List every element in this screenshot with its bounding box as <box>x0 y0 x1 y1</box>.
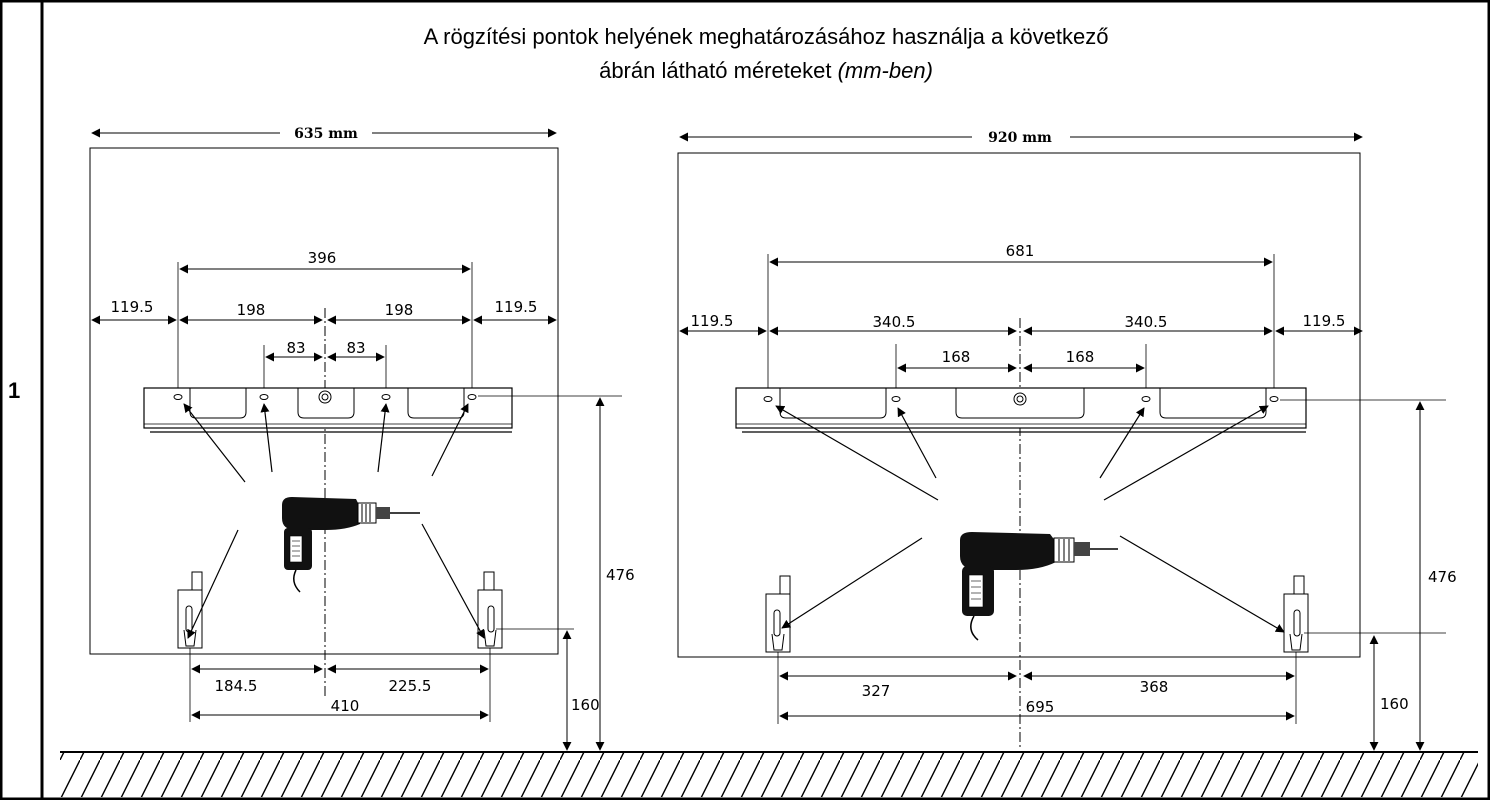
right-diagram: 920 mm 681 119.5 340.5 340.5 119.5 168 1… <box>677 130 1457 751</box>
drill-arrow <box>431 403 469 477</box>
right-bottom-right-label: 368 <box>1140 678 1169 696</box>
left-margin-label: 119.5 <box>111 298 154 316</box>
left-width-label: 635 mm <box>294 126 358 142</box>
right-half-right-label: 340.5 <box>1125 313 1168 331</box>
right-left-margin-label: 119.5 <box>691 312 734 330</box>
drill-arrow <box>1103 405 1269 501</box>
left-inner-right-label: 83 <box>346 339 365 357</box>
left-bottom-total-label: 410 <box>331 697 360 715</box>
left-bottom-left-label: 184.5 <box>215 677 258 695</box>
left-foot-height-label: 160 <box>571 696 600 714</box>
drill-arrow <box>260 403 273 473</box>
drill-arrow <box>421 523 485 639</box>
right-inner-right-label: 168 <box>1066 348 1095 366</box>
left-diagram: 635 mm 396 119.5 198 198 119.5 83 83 <box>89 126 635 751</box>
left-right-margin-label: 119.5 <box>495 298 538 316</box>
caption-line-2-italic: (mm-ben) <box>838 58 933 83</box>
right-inner-left-label: 168 <box>942 348 971 366</box>
floor-hatching <box>60 753 1478 797</box>
left-span-label: 396 <box>308 249 337 267</box>
left-inner-left-label: 83 <box>286 339 305 357</box>
caption-line-1: A rögzítési pontok helyének meghatározás… <box>424 24 1109 49</box>
drill-arrow <box>187 529 239 639</box>
right-foot <box>1283 575 1309 653</box>
right-half-left-label: 340.5 <box>873 313 916 331</box>
drill-arrow <box>1099 407 1145 479</box>
drill-arrow <box>1119 535 1285 633</box>
left-bottom-right-label: 225.5 <box>389 677 432 695</box>
right-wall-bracket <box>735 387 1307 433</box>
right-height-label: 476 <box>1428 568 1457 586</box>
drill-icon <box>282 497 420 593</box>
left-half-left-label: 198 <box>237 301 266 319</box>
right-bottom-total-label: 695 <box>1026 698 1055 716</box>
left-half-right-label: 198 <box>385 301 414 319</box>
drill-arrow <box>183 403 246 483</box>
right-width-label: 920 mm <box>988 130 1052 146</box>
caption-line-2: ábrán látható méreteket (mm-ben) <box>599 58 933 83</box>
right-foot-height-label: 160 <box>1380 695 1409 713</box>
drill-icon <box>960 532 1118 641</box>
drill-arrow <box>775 405 939 501</box>
caption-line-2-main: ábrán látható méreteket <box>599 58 837 83</box>
right-right-margin-label: 119.5 <box>1303 312 1346 330</box>
drill-arrow <box>781 537 923 629</box>
drill-arrow <box>377 403 390 473</box>
drill-arrow <box>897 407 937 479</box>
left-height-label: 476 <box>606 566 635 584</box>
step-number: 1 <box>8 378 20 403</box>
left-wall-bracket <box>143 387 513 433</box>
right-bottom-left-label: 327 <box>862 682 891 700</box>
right-span-label: 681 <box>1006 242 1035 260</box>
